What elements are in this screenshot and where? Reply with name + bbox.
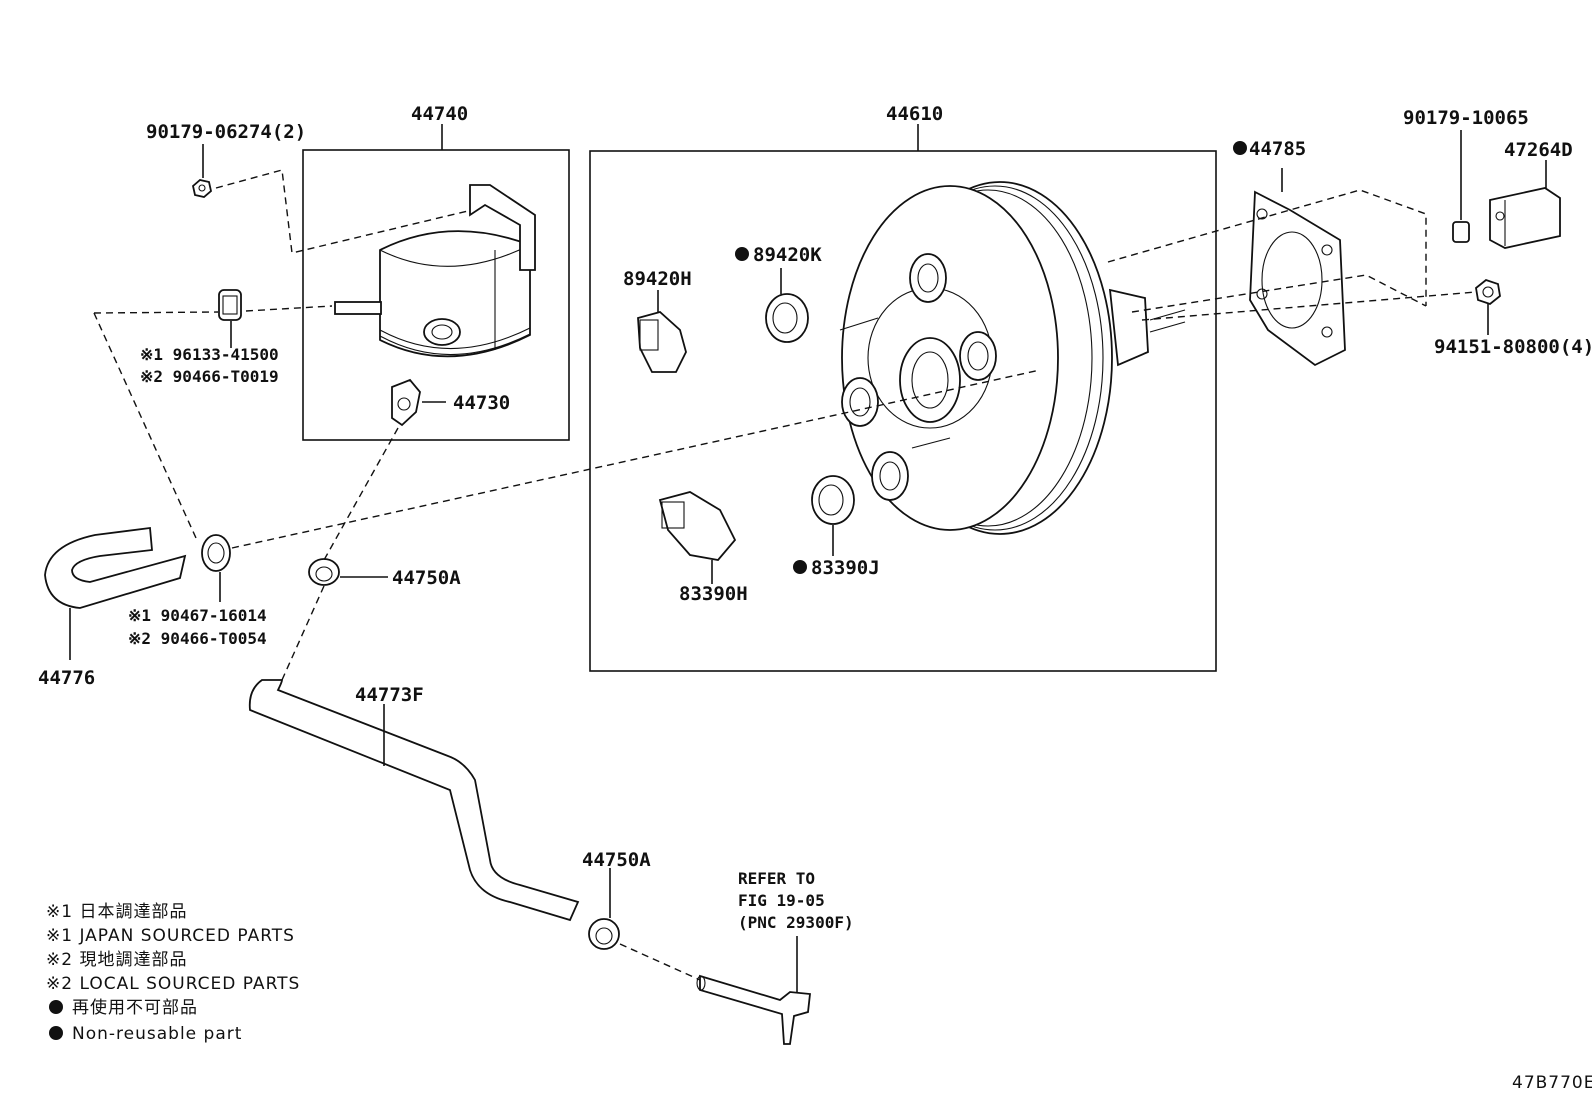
label-44776: 44776 — [38, 667, 95, 689]
legend-line-1: ※1 日本調達部品 — [46, 902, 187, 922]
label-89420H: 89420H — [623, 268, 692, 290]
assembly-box-44740 — [302, 149, 570, 441]
hose-44776[interactable] — [44, 526, 187, 609]
legend-line-4: ※2 LOCAL SOURCED PARTS — [46, 974, 300, 994]
label-44740: 44740 — [411, 103, 468, 125]
hose-44773F[interactable] — [248, 679, 580, 922]
legend-line-6: Non-reusable part — [72, 1024, 242, 1044]
label-44610: 44610 — [886, 103, 943, 125]
hose-clamp-44750A-lower[interactable] — [588, 918, 620, 950]
legend-line-3: ※2 現地調達部品 — [46, 950, 187, 970]
brake-booster-44610[interactable] — [839, 181, 1186, 535]
legend: ※1 日本調達部品 ※1 JAPAN SOURCED PARTS ※2 現地調達… — [46, 902, 300, 1044]
label-44750A-upper: 44750A — [392, 567, 461, 589]
legend-line-2: ※1 JAPAN SOURCED PARTS — [46, 926, 295, 946]
legend-dot-2 — [49, 1026, 63, 1040]
label-90179-06274: 90179-06274(2) — [146, 121, 306, 143]
label-83390J: 83390J — [811, 557, 880, 579]
nut-90179-10065[interactable] — [1452, 221, 1470, 243]
nut-94151-80800[interactable] — [1475, 278, 1501, 306]
legend-dot-1 — [49, 1000, 63, 1014]
label-47264D: 47264D — [1504, 139, 1573, 161]
vacuum-pipe-reference — [696, 974, 811, 1045]
sensor-89420H[interactable] — [637, 311, 687, 373]
label-44773F: 44773F — [355, 684, 424, 706]
non-reusable-marker-83390J — [793, 560, 807, 574]
refer-line-3: (PNC 29300F) — [738, 913, 854, 932]
refer-line-2: FIG 19-05 — [738, 891, 825, 910]
legend-line-5: 再使用不可部品 — [72, 997, 198, 1018]
check-valve-44730[interactable] — [391, 378, 421, 427]
grommet-89420K[interactable] — [765, 293, 809, 343]
clevis-47264D[interactable] — [1489, 187, 1561, 249]
assembly-box-44610 — [589, 150, 1217, 672]
label-90467-16014: ※1 90467-16014 — [128, 606, 267, 625]
hose-clamp-90467-16014[interactable] — [201, 534, 231, 572]
label-96133-41500: ※1 96133-41500 — [140, 345, 279, 364]
nut-90179-06274[interactable] — [192, 179, 212, 198]
non-reusable-marker-44785 — [1233, 141, 1247, 155]
hose-clamp-44750A-upper[interactable] — [308, 558, 340, 586]
refer-line-1: REFER TO — [738, 869, 815, 888]
label-90466-T0054: ※2 90466-T0054 — [128, 629, 267, 648]
gasket-44785[interactable] — [1249, 190, 1346, 367]
sensor-83390H[interactable] — [658, 491, 737, 561]
label-94151-80800: 94151-80800(4) — [1434, 336, 1592, 358]
label-90466-T0019: ※2 90466-T0019 — [140, 367, 279, 386]
label-83390H: 83390H — [679, 583, 748, 605]
non-reusable-marker-89420K — [735, 247, 749, 261]
label-89420K: 89420K — [753, 244, 822, 266]
label-44730: 44730 — [453, 392, 510, 414]
vacuum-tank-44740[interactable] — [334, 184, 536, 358]
figure-code: 47B770E — [1512, 1073, 1592, 1093]
label-44785: 44785 — [1249, 138, 1306, 160]
grommet-83390J[interactable] — [811, 475, 855, 525]
label-44750A-lower: 44750A — [582, 849, 651, 871]
label-90179-10065: 90179-10065 — [1403, 107, 1529, 129]
hose-clamp-96133-41500[interactable] — [218, 289, 242, 321]
